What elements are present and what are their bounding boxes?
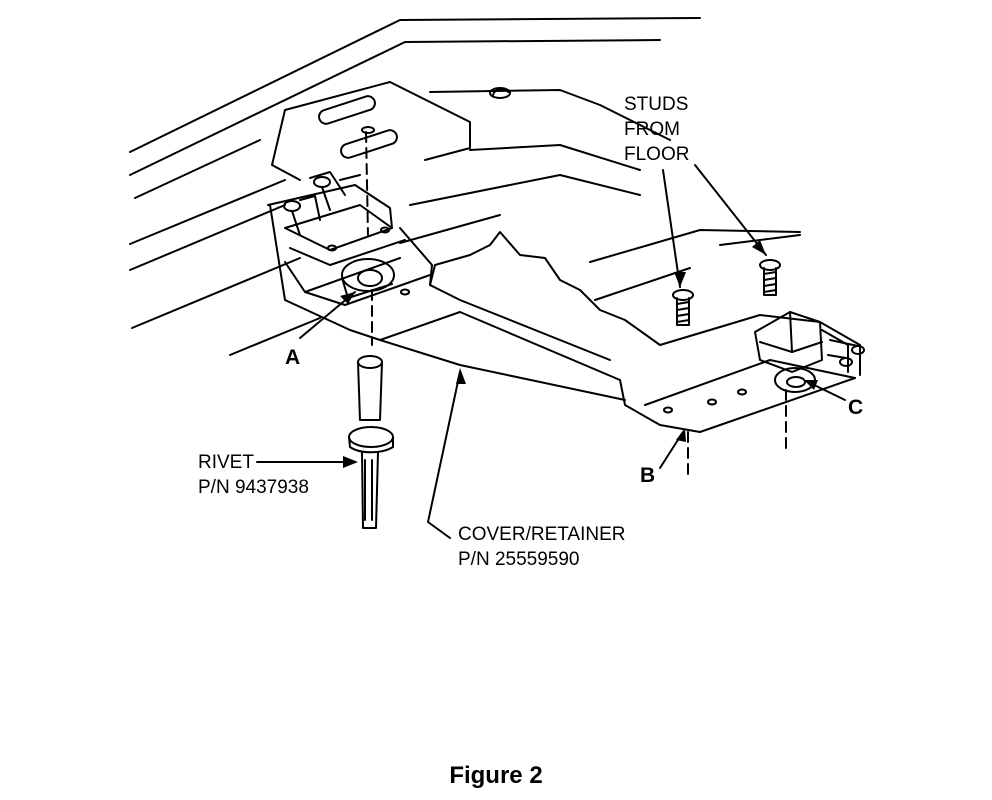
point-b-label: B xyxy=(640,464,656,487)
cover-label: COVER/RETAINER P/N 25559590 xyxy=(458,522,626,572)
floor-studs xyxy=(673,260,780,325)
rivet-label: RIVET P/N 9437938 xyxy=(198,450,309,500)
leader-arrowheads xyxy=(340,240,818,468)
centerlines xyxy=(366,132,786,480)
cover-label-part-number: P/N 25559590 xyxy=(458,549,580,570)
point-c-label: C xyxy=(848,396,864,419)
cover-label-name: COVER/RETAINER xyxy=(458,524,626,545)
figure-caption: Figure 2 xyxy=(449,762,543,789)
floor-panel xyxy=(130,18,800,355)
rivet-label-part-number: P/N 9437938 xyxy=(198,477,309,498)
rivet-label-name: RIVET xyxy=(198,452,254,473)
studs-label: STUDS FROM FLOOR xyxy=(624,92,689,167)
upper-bracket-pad xyxy=(272,82,470,180)
cover-retainer-bracket xyxy=(268,172,864,432)
studs-label-line-3: FLOOR xyxy=(624,144,690,165)
point-a-label: A xyxy=(285,346,301,369)
studs-label-line-1: STUDS xyxy=(624,94,689,115)
studs-label-line-2: FROM xyxy=(624,119,680,140)
rivet-part xyxy=(349,356,393,528)
